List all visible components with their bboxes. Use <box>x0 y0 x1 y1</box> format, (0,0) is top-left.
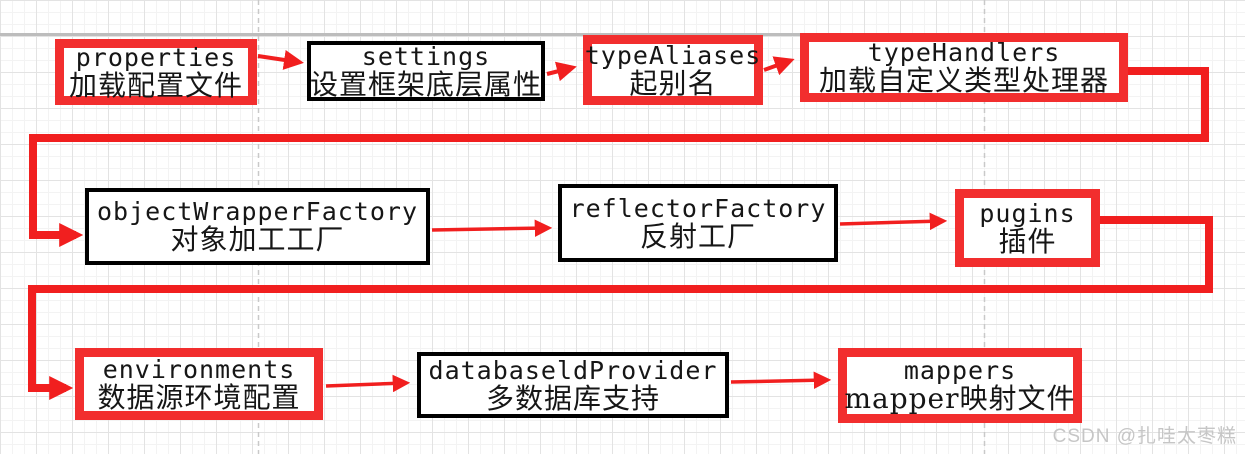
node-subtitle: 对象加工工厂 <box>170 223 345 256</box>
node-title: reflectorFactory <box>569 193 827 223</box>
node-subtitle: 反射工厂 <box>639 219 756 253</box>
node-mappers: mappers mapper映射文件 <box>838 348 1082 423</box>
node-pugins: pugins 插件 <box>955 189 1100 267</box>
node-subtitle: 数据源环境配置 <box>97 380 301 414</box>
node-settings: settings 设置框架底层属性 <box>307 41 545 101</box>
node-title: typeHandlers <box>867 38 1061 67</box>
node-subtitle: 设置框架底层属性 <box>310 67 543 101</box>
node-typehandlers: typeHandlers 加载自定义类型处理器 <box>800 33 1128 102</box>
node-title: mappers <box>903 356 1017 385</box>
node-typealiases: typeAliases 起别名 <box>583 35 763 105</box>
node-objectwrapperfactory: objectWrapperFactory 对象加工工厂 <box>85 188 430 265</box>
arrow-databaseldprovider-mappers <box>730 371 832 390</box>
node-title: properties <box>75 42 237 72</box>
arrow-typealiases-typehandlers <box>763 56 795 76</box>
arrow-settings-typealiases <box>546 61 577 82</box>
node-subtitle: 加载配置文件 <box>68 68 243 102</box>
node-subtitle: 加载自定义类型处理器 <box>818 64 1109 97</box>
node-databaseldprovider: databaseldProvider 多数据库支持 <box>417 352 729 418</box>
node-subtitle: 插件 <box>998 224 1057 258</box>
node-properties: properties 加载配置文件 <box>55 39 257 105</box>
node-title: objectWrapperFactory <box>96 197 419 226</box>
node-reflectorfactory: reflectorFactory 反射工厂 <box>558 184 838 262</box>
node-subtitle: 多数据库支持 <box>485 381 660 415</box>
arrow-objectwrapperfactory-reflectorfactory <box>431 219 553 237</box>
node-title: typeAliases <box>584 40 762 70</box>
arrow-reflectorfactory-pugins <box>839 212 948 231</box>
node-environments: environments 数据源环境配置 <box>75 348 323 420</box>
arrow-environments-databaseldprovider <box>325 374 411 393</box>
arrow-properties-settings <box>257 50 304 70</box>
node-title: databaseldProvider <box>428 355 718 385</box>
node-subtitle: mapper映射文件 <box>844 382 1076 415</box>
node-subtitle: 起别名 <box>629 66 717 100</box>
node-title: settings <box>361 41 491 71</box>
csdn-watermark: CSDN @扎哇太枣糕 <box>1052 426 1237 447</box>
node-title: pugins <box>979 198 1076 228</box>
node-title: environments <box>102 354 296 384</box>
